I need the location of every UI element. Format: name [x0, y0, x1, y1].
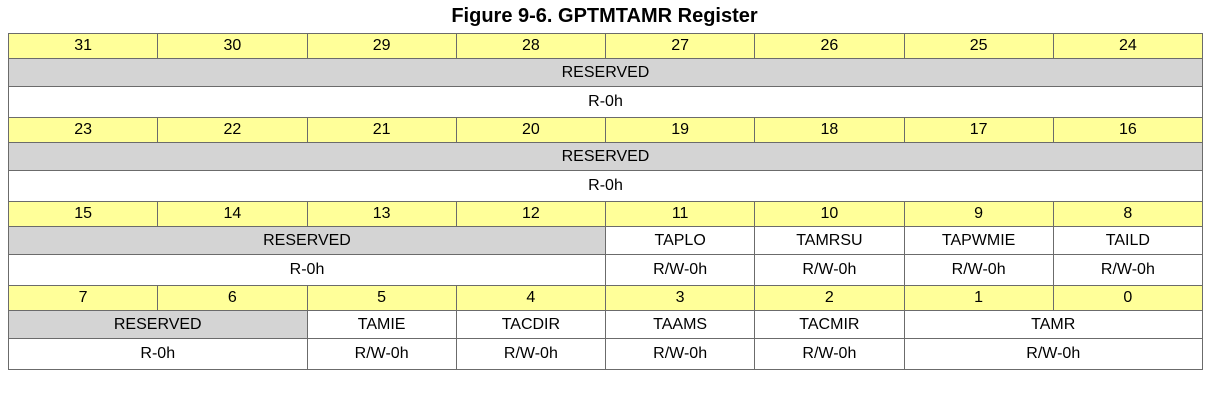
field-access: R/W-0h: [604, 254, 756, 286]
bit-number: 29: [306, 33, 457, 59]
field-name: TACDIR: [455, 310, 607, 339]
bit-number: 9: [903, 201, 1054, 227]
field-name: TAMRSU: [754, 226, 905, 255]
bit-number: 3: [604, 285, 756, 311]
bit-number: 24: [1052, 33, 1204, 59]
bit-number: 5: [306, 285, 457, 311]
bit-number: 14: [157, 201, 308, 227]
bit-number: 1: [903, 285, 1054, 311]
bit-number: 15: [7, 201, 159, 227]
bit-number: 19: [604, 117, 756, 143]
field-access: R-0h: [8, 86, 1203, 118]
field-name: TAPWMIE: [903, 226, 1054, 255]
reserved-field-name: RESERVED: [8, 226, 606, 255]
field-name: TAPLO: [604, 226, 756, 255]
bit-number: 20: [455, 117, 607, 143]
field-name-row: RESERVED: [8, 58, 1203, 87]
bit-number: 26: [754, 33, 905, 59]
figure-title: Figure 9-6. GPTMTAMR Register: [451, 5, 758, 27]
bit-number: 30: [157, 33, 308, 59]
field-access: R/W-0h: [903, 338, 1203, 370]
reserved-field-name: RESERVED: [8, 142, 1203, 171]
bit-number: 22: [157, 117, 308, 143]
bit-number: 31: [7, 33, 159, 59]
bit-number: 23: [7, 117, 159, 143]
field-access-row: R-0h: [8, 86, 1203, 118]
bit-number: 13: [306, 201, 457, 227]
bit-number: 17: [903, 117, 1054, 143]
field-access: R/W-0h: [903, 254, 1054, 286]
field-name-row: RESERVED: [8, 142, 1203, 171]
bit-number: 21: [306, 117, 457, 143]
bit-number: 27: [604, 33, 756, 59]
bit-number: 16: [1052, 117, 1204, 143]
field-access: R-0h: [8, 338, 308, 370]
field-name: TACMIR: [754, 310, 905, 339]
bit-number: 10: [754, 201, 905, 227]
field-access: R-0h: [8, 170, 1203, 202]
field-name: TAAMS: [604, 310, 756, 339]
field-name: TAILD: [1052, 226, 1204, 255]
field-access-row: R-0h: [8, 170, 1203, 202]
bit-number: 2: [754, 285, 905, 311]
field-access: R/W-0h: [754, 254, 905, 286]
field-access: R/W-0h: [754, 338, 905, 370]
bit-number: 0: [1052, 285, 1204, 311]
field-name: TAMIE: [306, 310, 457, 339]
field-access: R/W-0h: [604, 338, 756, 370]
bit-number: 28: [455, 33, 607, 59]
bit-number: 25: [903, 33, 1054, 59]
reserved-field-name: RESERVED: [8, 310, 308, 339]
bit-number: 6: [157, 285, 308, 311]
reserved-field-name: RESERVED: [8, 58, 1203, 87]
field-name: TAMR: [903, 310, 1203, 339]
field-access: R/W-0h: [306, 338, 457, 370]
bit-number: 11: [604, 201, 756, 227]
bit-number: 8: [1052, 201, 1204, 227]
bit-number: 7: [7, 285, 159, 311]
field-access: R/W-0h: [455, 338, 607, 370]
bit-number: 4: [455, 285, 607, 311]
bit-number: 18: [754, 117, 905, 143]
field-access: R-0h: [8, 254, 606, 286]
field-access: R/W-0h: [1052, 254, 1204, 286]
bit-number: 12: [455, 201, 607, 227]
